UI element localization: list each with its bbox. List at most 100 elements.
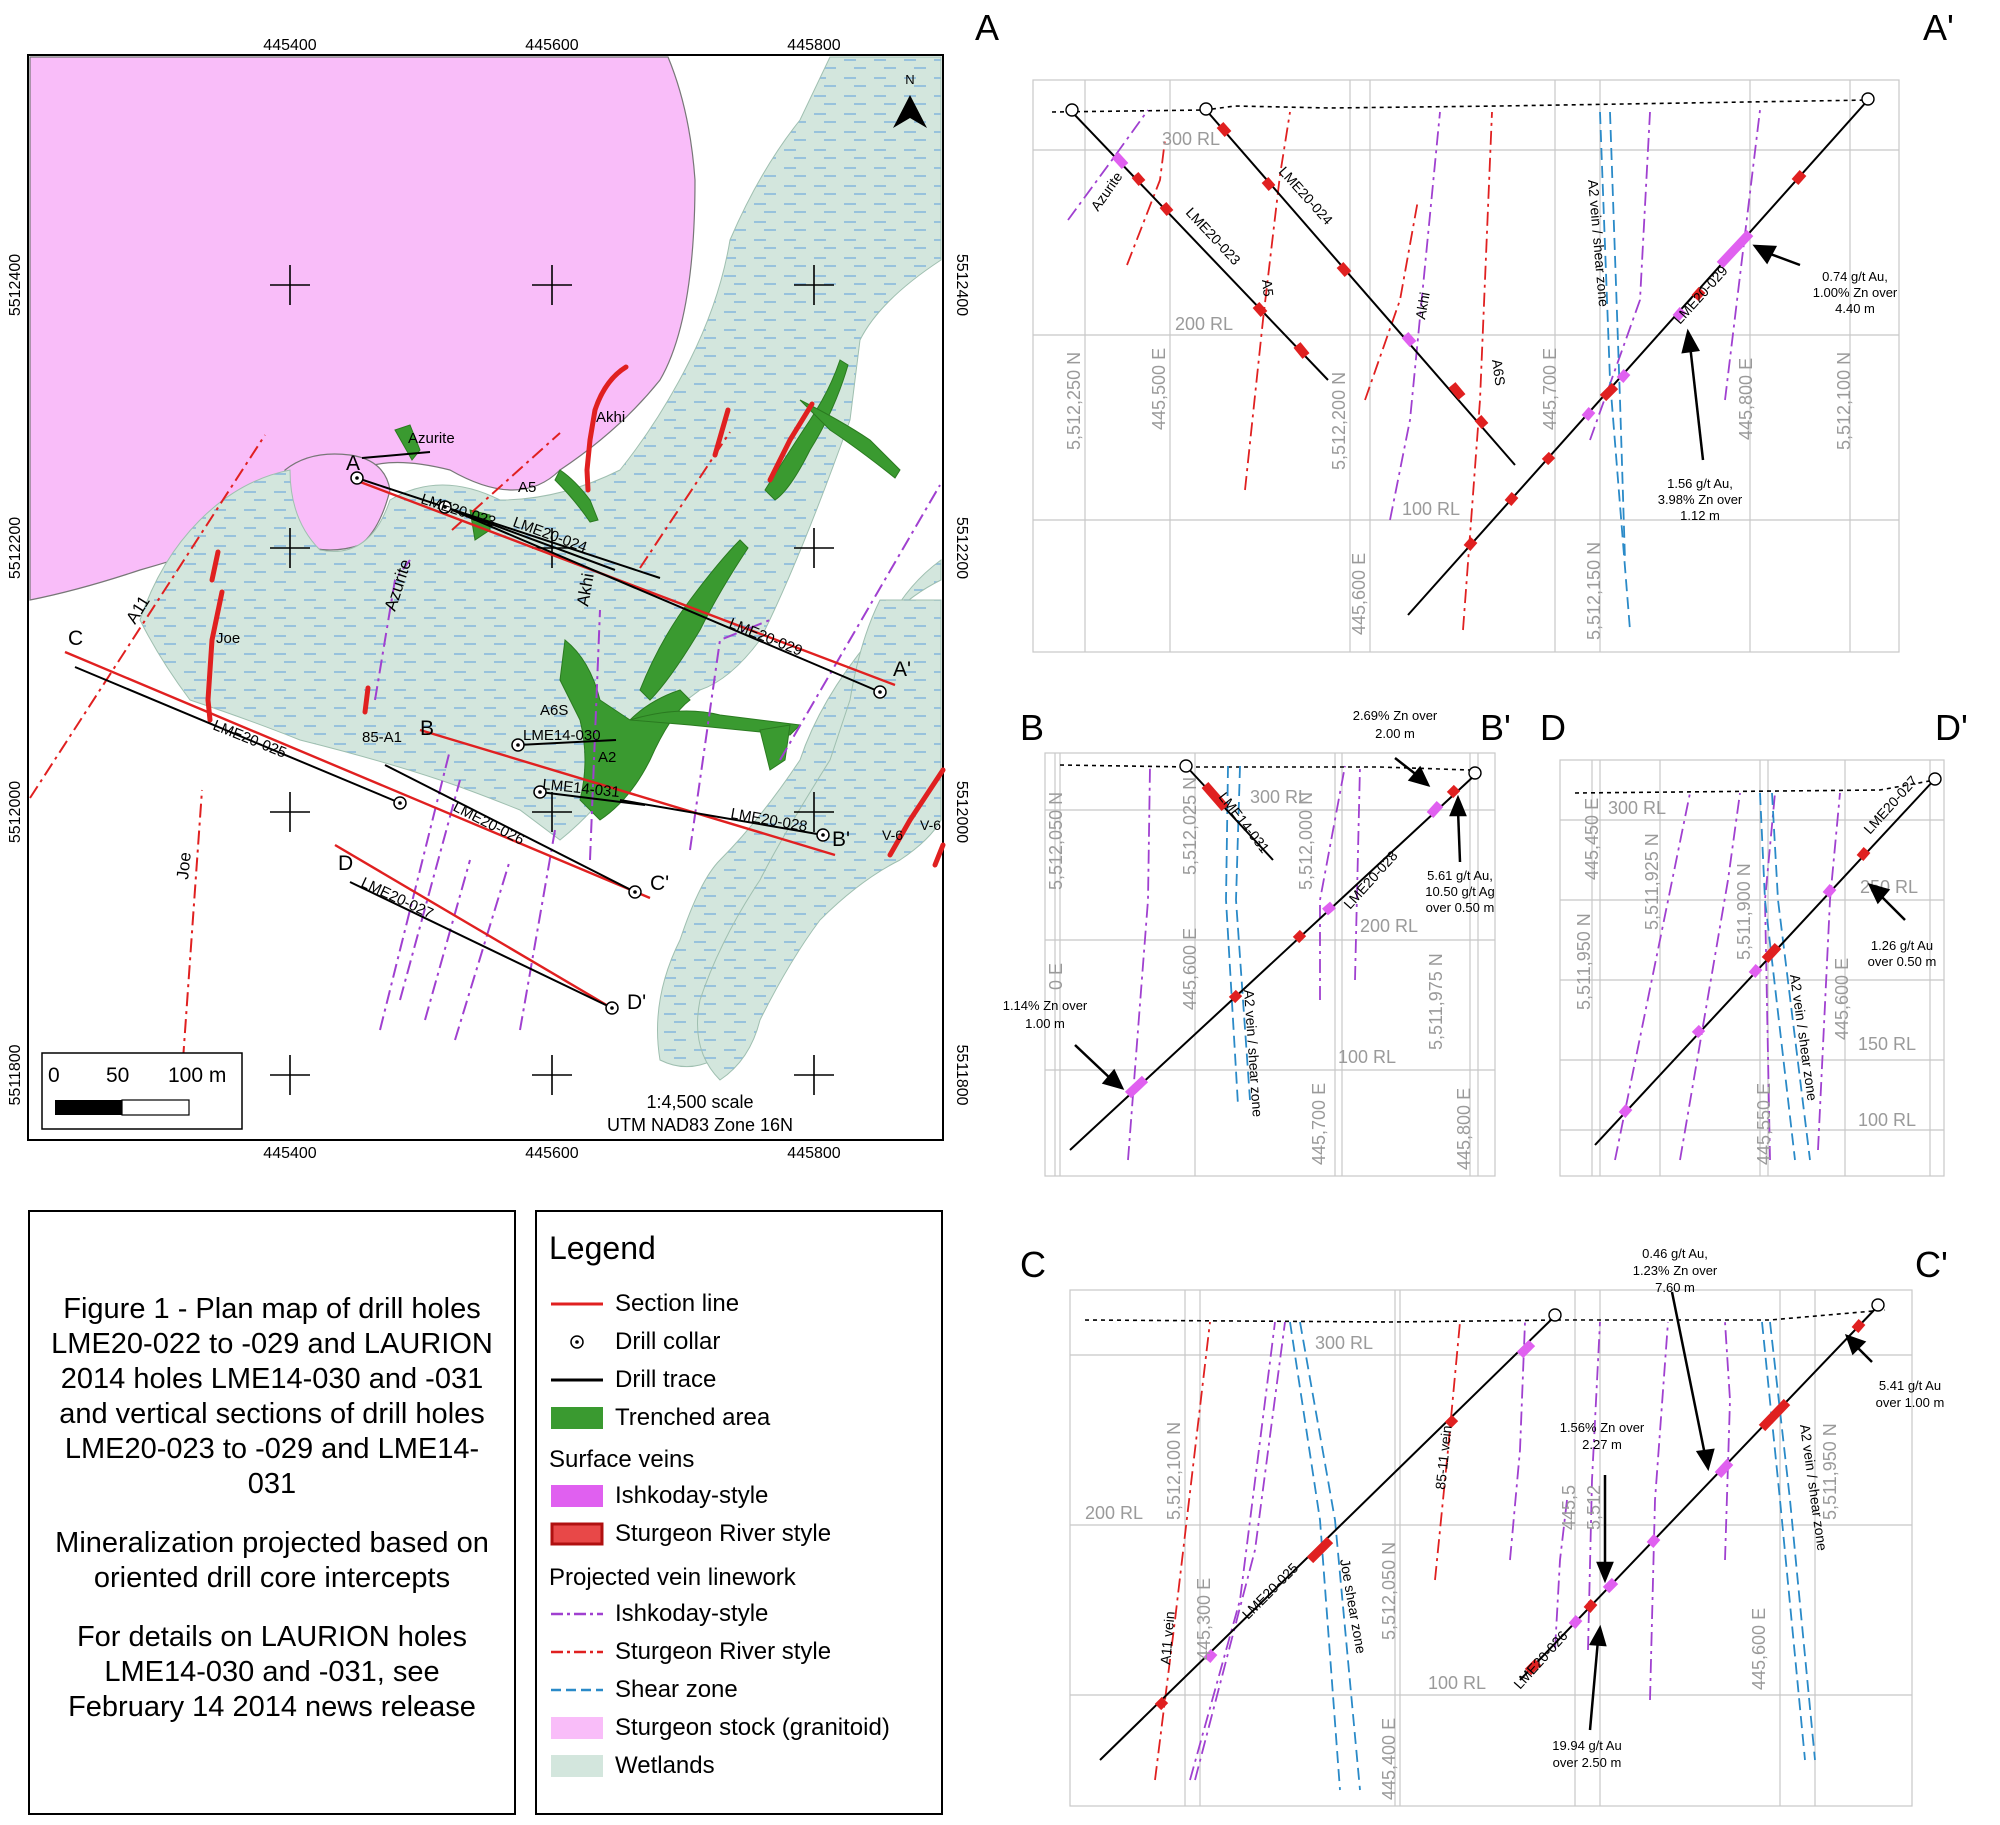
section-c-note1-line3: 7.60 m xyxy=(1655,1280,1695,1295)
section-c-note4-line1: 19.94 g/t Au xyxy=(1552,1738,1621,1753)
legend-label-projected-sturgeon: Sturgeon River style xyxy=(615,1638,832,1665)
label-v6-a: V-6 xyxy=(882,827,903,843)
wetland-area xyxy=(139,56,942,841)
legend-label-surface-sturgeon: Sturgeon River style xyxy=(615,1520,832,1547)
section-b-grid-5511975n: 5,511,975 N xyxy=(1426,953,1446,1050)
legend-shear-zone: Shear zone xyxy=(549,1674,738,1706)
section-b-grid-445600e: 445,600 E xyxy=(1180,928,1200,1010)
section-c-hole-lme20-025: LME20-025 xyxy=(1239,1559,1302,1622)
section-a-rl-100: 100 RL xyxy=(1402,499,1460,519)
caption-paragraph-3: For details on LAURION holes LME14-030 a… xyxy=(68,1621,476,1723)
legend-label-surface-ishkoday: Ishkoday-style xyxy=(615,1482,769,1509)
drill-collar-icon xyxy=(570,1335,584,1349)
scale-label-0: 0 xyxy=(48,1064,60,1087)
legend-drill-trace: Drill trace xyxy=(549,1364,716,1396)
section-b-note2-line1: 5.61 g/t Au, xyxy=(1427,868,1493,883)
caption-paragraph-1: Figure 1 - Plan map of drill holes LME20… xyxy=(51,1293,493,1500)
section-d-note-line2: over 0.50 m xyxy=(1868,954,1937,969)
section-c-grid-445400e: 445,400 E xyxy=(1379,1718,1399,1800)
x-tick-top-445400: 445400 xyxy=(263,37,316,54)
section-b-vein-a2: A2 vein / shear zone xyxy=(1241,989,1266,1118)
section-b-grid-5512050n: 5,512,050 N xyxy=(1046,792,1066,890)
projected-sturgeon-symbol xyxy=(551,1650,603,1654)
section-d-grid-445450e: 445,450 E xyxy=(1582,798,1602,880)
section-a-vein-a6s: A6S xyxy=(1489,358,1509,386)
legend-title: Legend xyxy=(549,1230,656,1266)
legend-label-granitoid: Sturgeon stock (granitoid) xyxy=(615,1714,890,1741)
drill-traces xyxy=(74,451,881,1009)
legend-projected-sturgeon: Sturgeon River style xyxy=(549,1636,831,1668)
section-d-grid-5511900n: 5,511,900 N xyxy=(1734,863,1754,960)
section-a-left-letter: A xyxy=(975,7,999,48)
section-a-a-prime: A A' xyxy=(975,7,1954,653)
legend-label-projected-ishkoday: Ishkoday-style xyxy=(615,1600,769,1627)
legend: Legend Section line Drill collar Drill t… xyxy=(535,1210,943,1815)
section-d-left-letter: D xyxy=(1540,707,1566,748)
trenched-area-swatch xyxy=(551,1407,603,1429)
label-85-a1: 85-A1 xyxy=(362,729,402,746)
section-b-rl-100: 100 RL xyxy=(1338,1047,1396,1067)
section-a-grid-445600e: 445,600 E xyxy=(1349,553,1369,635)
map-letter-c-prime: C' xyxy=(650,872,669,895)
section-a-grid-445700e: 445,700 E xyxy=(1540,348,1560,430)
section-c-grid-4455-partial: 445,5 xyxy=(1559,1485,1579,1530)
section-c-c-prime: C C' xyxy=(1020,1244,1948,1807)
legend-wetlands: Wetlands xyxy=(549,1750,715,1782)
section-d-rl-300: 300 RL xyxy=(1608,798,1666,818)
x-tick-bottom-445600: 445600 xyxy=(525,1145,578,1162)
legend-label-drill-trace: Drill trace xyxy=(615,1366,717,1393)
map-hole-lme14-030: LME14-030 xyxy=(523,727,601,744)
y-tick-left-5512200: 5512200 xyxy=(7,517,24,579)
section-c-grid-5512050n: 5,512,050 N xyxy=(1379,1542,1399,1640)
shear-zone-symbol xyxy=(551,1688,603,1692)
projected-ishkoday-symbol xyxy=(551,1612,603,1616)
map-letter-d: D xyxy=(338,852,353,875)
y-tick-right-5512200: 5512200 xyxy=(953,517,970,579)
projection-text: UTM NAD83 Zone 16N xyxy=(607,1115,793,1135)
label-a5: A5 xyxy=(518,479,536,496)
section-c-hole-lme20-026: LME20-026 xyxy=(1510,1627,1570,1692)
x-tick-top-445800: 445800 xyxy=(787,37,840,54)
section-a-right-letter: A' xyxy=(1923,7,1954,48)
section-b-grid-445700e: 445,700 E xyxy=(1309,1083,1329,1165)
section-d-right-letter: D' xyxy=(1935,707,1968,748)
section-a-grid-5512200n: 5,512,200 N xyxy=(1329,372,1349,470)
section-a-hole-lme20-023: LME20-023 xyxy=(1183,204,1244,268)
label-azurite-north: Azurite xyxy=(408,430,455,447)
legend-trenched-area: Trenched area xyxy=(549,1402,770,1434)
section-c-note3-line1: 5.41 g/t Au xyxy=(1879,1378,1941,1393)
map-axis-labels: 445400 445600 445800 445400 445600 44580… xyxy=(7,37,970,1162)
map-letter-d-prime: D' xyxy=(627,991,646,1014)
section-d-rl-100: 100 RL xyxy=(1858,1110,1916,1130)
section-d-grid-5511925n: 5,511,925 N xyxy=(1642,833,1662,930)
section-a-note2-line3: 1.12 m xyxy=(1680,508,1720,523)
granitoid-swatch xyxy=(551,1717,603,1739)
section-b-b-prime: B B' xyxy=(1003,707,1511,1177)
y-tick-right-5512400: 5512400 xyxy=(953,254,970,316)
x-tick-bottom-445400: 445400 xyxy=(263,1145,316,1162)
section-b-grid-5512000n: 5,512,000 N xyxy=(1296,792,1316,890)
section-a-note1-line3: 4.40 m xyxy=(1835,301,1875,316)
section-b-grid-445800e: 445,800 E xyxy=(1454,1088,1474,1170)
section-a-grid-5512150n: 5,512,150 N xyxy=(1584,542,1604,640)
legend-label-trenched-area: Trenched area xyxy=(615,1404,771,1431)
section-a-grid-445500e: 445,500 E xyxy=(1149,348,1169,430)
section-a-note1-line2: 1.00% Zn over xyxy=(1813,285,1898,300)
label-a2: A2 xyxy=(598,749,616,766)
surface-ishkoday-swatch xyxy=(551,1485,603,1507)
section-c-rl-200: 200 RL xyxy=(1085,1503,1143,1523)
legend-heading-surface-veins: Surface veins xyxy=(549,1446,695,1473)
section-c-note4-line2: over 2.50 m xyxy=(1553,1755,1622,1770)
north-label: N xyxy=(905,72,914,87)
legend-label-section-line: Section line xyxy=(615,1290,740,1317)
section-a-note1-line1: 0.74 g/t Au, xyxy=(1822,269,1888,284)
scale-label-50: 50 xyxy=(106,1064,129,1087)
y-tick-right-5512000: 5512000 xyxy=(953,781,970,843)
section-d-grid-5511950n: 5,511,950 N xyxy=(1574,913,1594,1010)
section-b-rl-200: 200 RL xyxy=(1360,916,1418,936)
section-d-grid-445550e: 445,550 E xyxy=(1754,1083,1774,1165)
section-d-grid-445600e: 445,600 E xyxy=(1832,958,1852,1040)
plan-map: 445400 445600 445800 445400 445600 44580… xyxy=(7,37,970,1162)
section-b-rl-300: 300 RL xyxy=(1250,787,1308,807)
